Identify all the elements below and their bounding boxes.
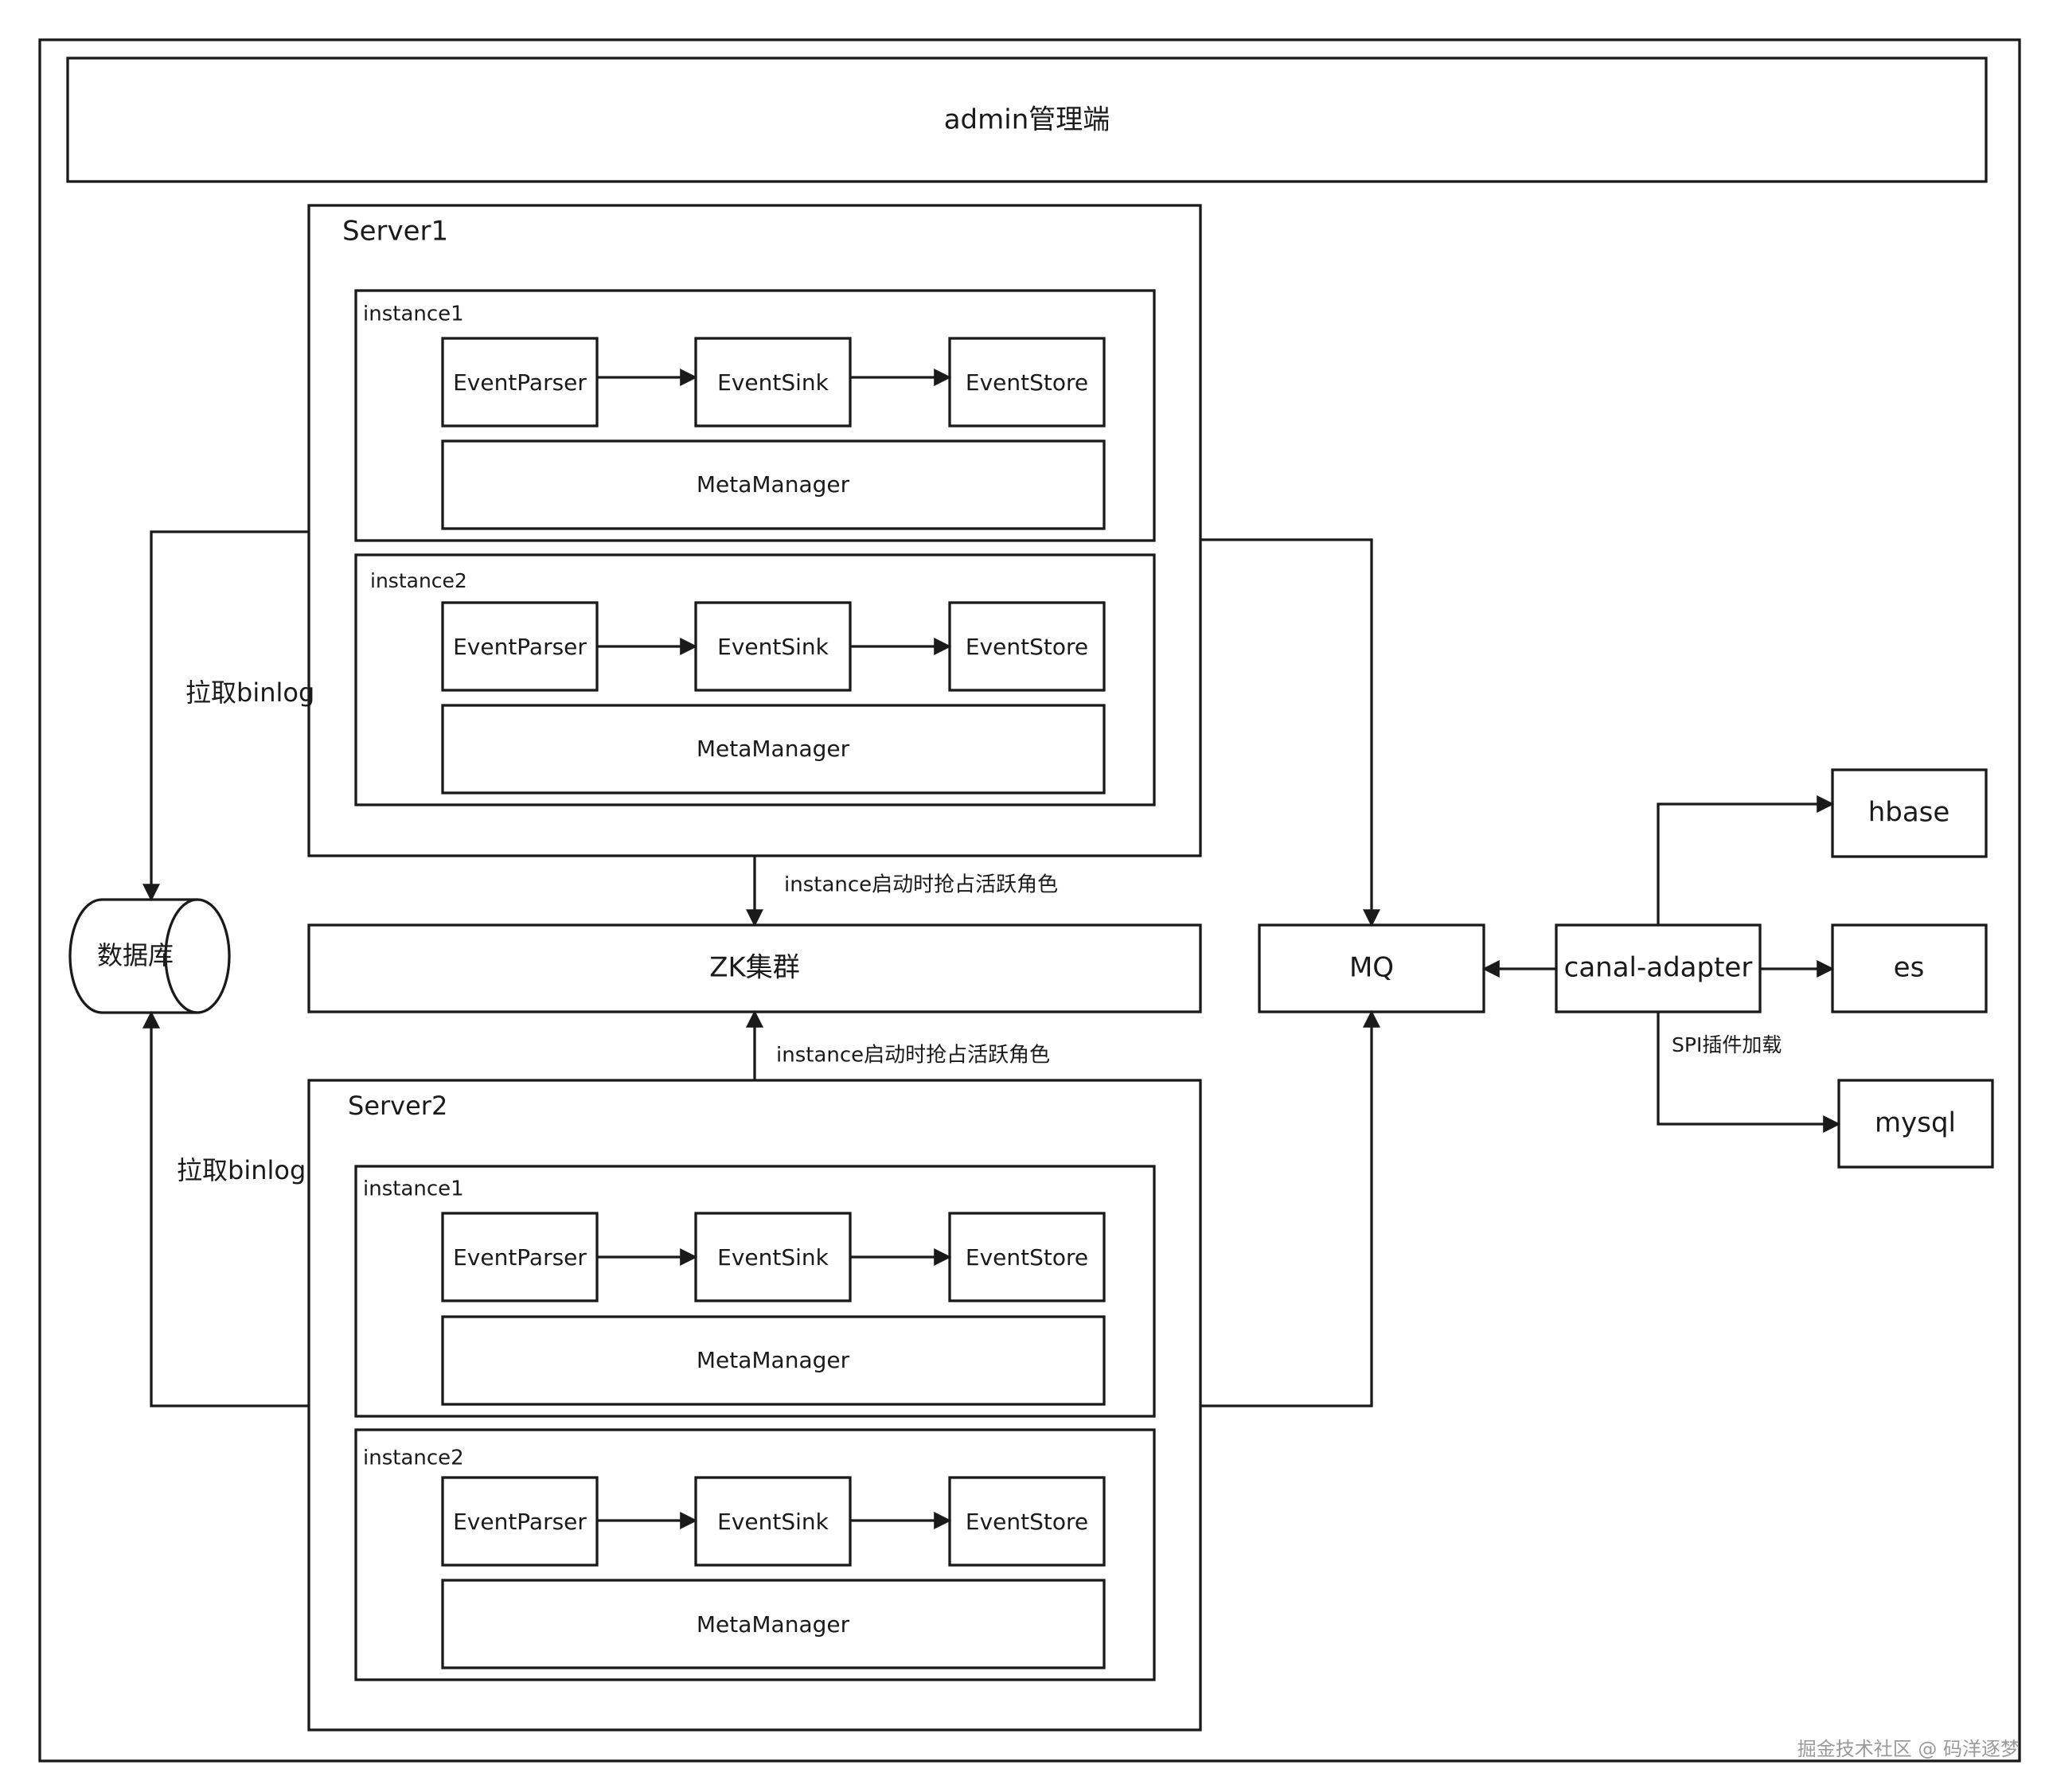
mq-box[interactable]: MQ [1258,923,1485,1013]
server1-to-mq-arrow [1200,538,1380,927]
adapter-to-mysql-arrow [1657,1012,1841,1133]
canal-adapter-box[interactable]: canal-adapter [1555,923,1762,1013]
event-sink-label: EventSink [717,369,829,396]
event-parser-label: EventParser [453,1244,587,1271]
server2-binlog-label: 拉取binlog [177,1155,306,1185]
admin-label: admin管理端 [944,104,1110,136]
zk-cluster-box[interactable]: ZK集群 [307,923,1202,1013]
mysql-label: mysql [1875,1107,1956,1139]
event-parser-label: EventParser [453,1509,587,1535]
zk-cluster-label: ZK集群 [709,952,800,984]
server1-instance2-label: instance2 [370,569,467,592]
event-sink-label: EventSink [717,1509,829,1535]
event-store-box[interactable]: EventStore [948,1212,1106,1302]
server2-to-mq-arrow [1200,1009,1380,1407]
event-store-label: EventStore [966,1509,1088,1535]
server1-label: Server1 [342,216,448,248]
event-parser-label: EventParser [453,634,587,660]
meta-manager-box[interactable]: MetaManager [441,704,1106,794]
server2-instance2[interactable]: instance2 EventParser EventSink EventSto… [354,1428,1156,1681]
mq-label: MQ [1349,952,1394,984]
event-sink-box[interactable]: EventSink [694,1212,852,1302]
es-box[interactable]: es [1831,923,1988,1013]
server2-to-database-arrow [142,1010,309,1407]
hbase-label: hbase [1868,797,1950,829]
mysql-box[interactable]: mysql [1837,1079,1994,1169]
server1-instance1-label: instance1 [363,303,464,326]
admin-box[interactable]: admin管理端 [66,57,1988,183]
event-store-box[interactable]: EventStore [948,337,1106,428]
meta-manager-box[interactable]: MetaManager [441,1315,1106,1406]
meta-manager-label: MetaManager [697,736,850,762]
canal-adapter-label: canal-adapter [1564,952,1753,984]
event-parser-label: EventParser [453,369,587,396]
outer-frame [38,38,2021,1763]
event-store-box[interactable]: EventStore [948,1476,1106,1567]
event-sink-label: EventSink [717,1244,829,1271]
server2-instance1[interactable]: instance1 EventParser EventSink EventSto… [354,1165,1156,1418]
server1-zk-edge-label: instance启动时抢占活跃角色 [784,873,1058,897]
database-cylinder[interactable]: 数据库 [68,898,231,1014]
meta-manager-label: MetaManager [697,1347,850,1373]
server2-zk-edge-label: instance启动时抢占活跃角色 [776,1044,1050,1068]
event-store-label: EventStore [966,1244,1088,1271]
event-parser-box[interactable]: EventParser [441,1212,599,1302]
meta-manager-label: MetaManager [697,471,850,498]
server1-to-database-arrow [142,530,309,902]
server1-binlog-label: 拉取binlog [185,677,314,708]
spi-plugin-label: SPI插件加载 [1672,1033,1782,1056]
server2-instance1-label: instance1 [363,1177,464,1201]
event-sink-box[interactable]: EventSink [694,601,852,692]
es-label: es [1894,952,1925,984]
server1-instance1[interactable]: instance1 EventParser EventSink EventSto… [354,289,1156,542]
event-sink-box[interactable]: EventSink [694,337,852,428]
server2-instance2-label: instance2 [363,1446,464,1470]
meta-manager-box[interactable]: MetaManager [441,439,1106,530]
event-store-label: EventStore [966,369,1088,396]
event-parser-box[interactable]: EventParser [441,337,599,428]
meta-manager-box[interactable]: MetaManager [441,1579,1106,1669]
event-parser-box[interactable]: EventParser [441,601,599,692]
server2-label: Server2 [348,1091,447,1121]
watermark: 掘金技术社区 @ 码洋逐梦 [1797,1738,2020,1760]
event-sink-box[interactable]: EventSink [694,1476,852,1567]
event-store-box[interactable]: EventStore [948,601,1106,692]
hbase-box[interactable]: hbase [1831,768,1988,858]
event-store-label: EventStore [966,634,1088,660]
event-sink-label: EventSink [717,634,829,660]
server1-instance2[interactable]: instance2 EventParser EventSink EventSto… [354,553,1156,806]
meta-manager-label: MetaManager [697,1611,850,1638]
database-label: 数据库 [97,940,174,970]
adapter-to-hbase-arrow [1657,795,1835,925]
event-parser-box[interactable]: EventParser [441,1476,599,1567]
